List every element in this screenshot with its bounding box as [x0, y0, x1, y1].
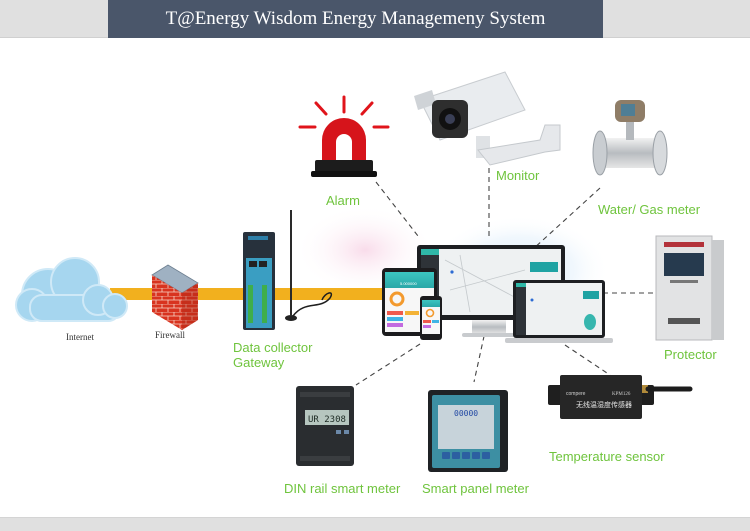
sensor-brand: compere [566, 391, 586, 397]
panel-meter-display: 00000 [454, 409, 478, 418]
connector-alarm [375, 181, 419, 237]
laptop-icon [505, 280, 613, 343]
protection-relay-icon [655, 235, 724, 341]
alarm-label: Alarm [326, 193, 360, 208]
bottom-strip [0, 517, 750, 531]
tablet-screen-value: 5.000000 [400, 281, 417, 286]
din-rail-meter-label: DIN rail smart meter [284, 481, 401, 496]
wireless-sensor-icon [548, 375, 693, 419]
internet-label: Internet [66, 332, 94, 342]
page-title: T@Energy Wisdom Energy Managemeny System [108, 0, 603, 38]
monitor-label: Monitor [496, 168, 540, 183]
phone-icon [420, 296, 442, 340]
cloud-icon [15, 257, 128, 322]
connectors [355, 168, 657, 386]
gateway-label: Data collector Gateway [233, 340, 313, 370]
sensor-device-text: 无线温湿度传感器 [576, 400, 632, 409]
sensor-model: KPM126 [612, 392, 631, 397]
flow-meter-icon [592, 100, 668, 176]
din-meter-display: UR 2308 [308, 415, 346, 425]
firewall-label: Firewall [155, 330, 185, 340]
din-meter-icon [296, 386, 354, 466]
brick-wall-icon [151, 264, 199, 330]
water-gas-meter-label: Water/ Gas meter [598, 202, 701, 217]
connector-din-meter [355, 343, 421, 386]
alarm-beacon-icon [298, 95, 390, 177]
connector-water-gas [531, 187, 601, 251]
protector-label: Protector [664, 347, 717, 362]
panel-meter-icon [428, 390, 508, 472]
connector-temperature [564, 344, 611, 376]
temperature-sensor-label: Temperature sensor [549, 449, 665, 464]
smart-panel-meter-label: Smart panel meter [422, 481, 529, 496]
gateway-device-icon [243, 210, 333, 330]
cctv-camera-icon [414, 71, 561, 166]
